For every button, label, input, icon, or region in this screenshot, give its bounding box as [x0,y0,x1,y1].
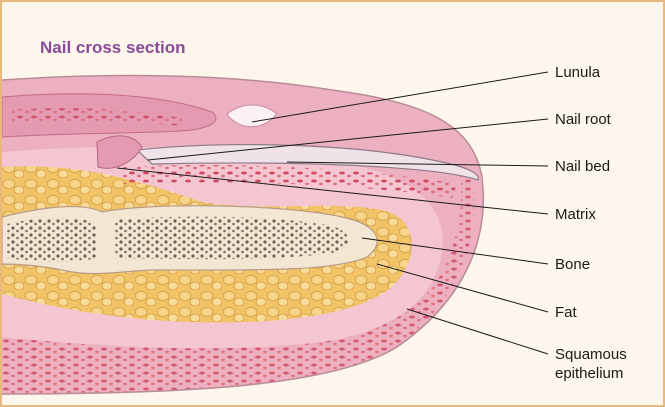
figure-title: Nail cross section [40,38,186,58]
label-epithelium: epithelium [555,364,623,383]
squamous-epithelium-leader [407,309,548,354]
label-fat: Fat [555,303,577,322]
bone-marrow-distal [114,217,349,259]
label-nail-root: Nail root [555,110,611,129]
label-matrix: Matrix [555,205,596,224]
label-squamous: Squamous [555,345,627,364]
bone-marrow [7,218,97,262]
label-lunula: Lunula [555,63,600,82]
label-bone: Bone [555,255,590,274]
label-nail-bed: Nail bed [555,157,610,176]
